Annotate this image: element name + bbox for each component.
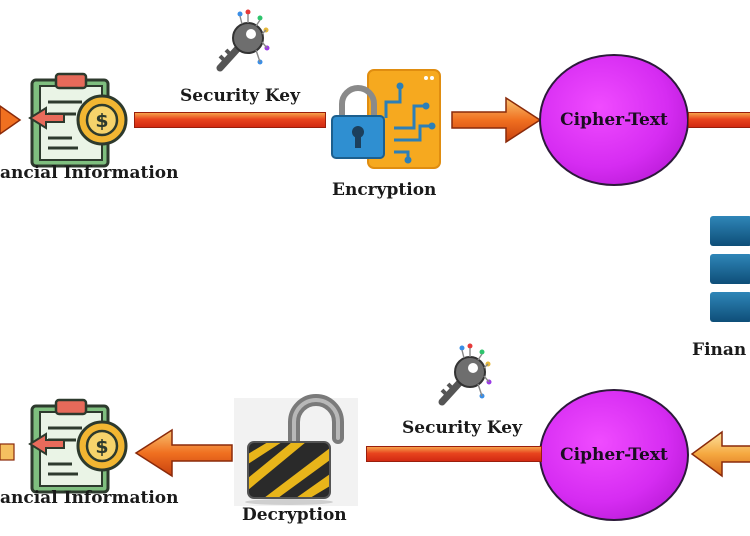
financial-info-label-top: ancial Information <box>0 163 179 183</box>
svg-text:$: $ <box>95 110 108 132</box>
arrow-from-right-bottom <box>690 430 750 478</box>
security-key-label-top: Security Key <box>180 86 300 106</box>
connector-bar-key-bottom <box>366 446 542 462</box>
key-icon-bottom <box>438 343 492 406</box>
security-key-label-bottom: Security Key <box>402 418 522 438</box>
cipher-text-node-top: Cipher-Text <box>539 54 689 186</box>
arrow-left-edge-bottom <box>0 443 15 461</box>
arrow-left-edge-top <box>0 105 22 135</box>
financial-info-label-bottom: ancial Information <box>0 488 179 508</box>
connector-bar-key <box>134 112 326 128</box>
arrow-to-cipher-top <box>451 96 542 144</box>
cipher-text-label-bottom: Cipher-Text <box>560 445 668 465</box>
financial-label-right: Finan <box>692 340 747 360</box>
cipher-text-node-bottom: Cipher-Text <box>539 389 689 521</box>
encryption-label: Encryption <box>332 180 437 200</box>
arrow-to-doc-bottom <box>134 428 233 478</box>
cipher-text-label-top: Cipher-Text <box>560 110 668 130</box>
decryption-label: Decryption <box>242 505 347 525</box>
encryption-lock-icon <box>331 69 441 169</box>
document-dollar-icon: $ <box>28 72 128 168</box>
svg-text:$: $ <box>95 436 108 458</box>
database-icon <box>710 216 750 322</box>
connector-bar-right-top <box>688 112 750 128</box>
document-dollar-icon-bottom: $ <box>28 398 128 494</box>
padlock-open-icon <box>234 394 358 506</box>
key-icon <box>216 9 270 72</box>
